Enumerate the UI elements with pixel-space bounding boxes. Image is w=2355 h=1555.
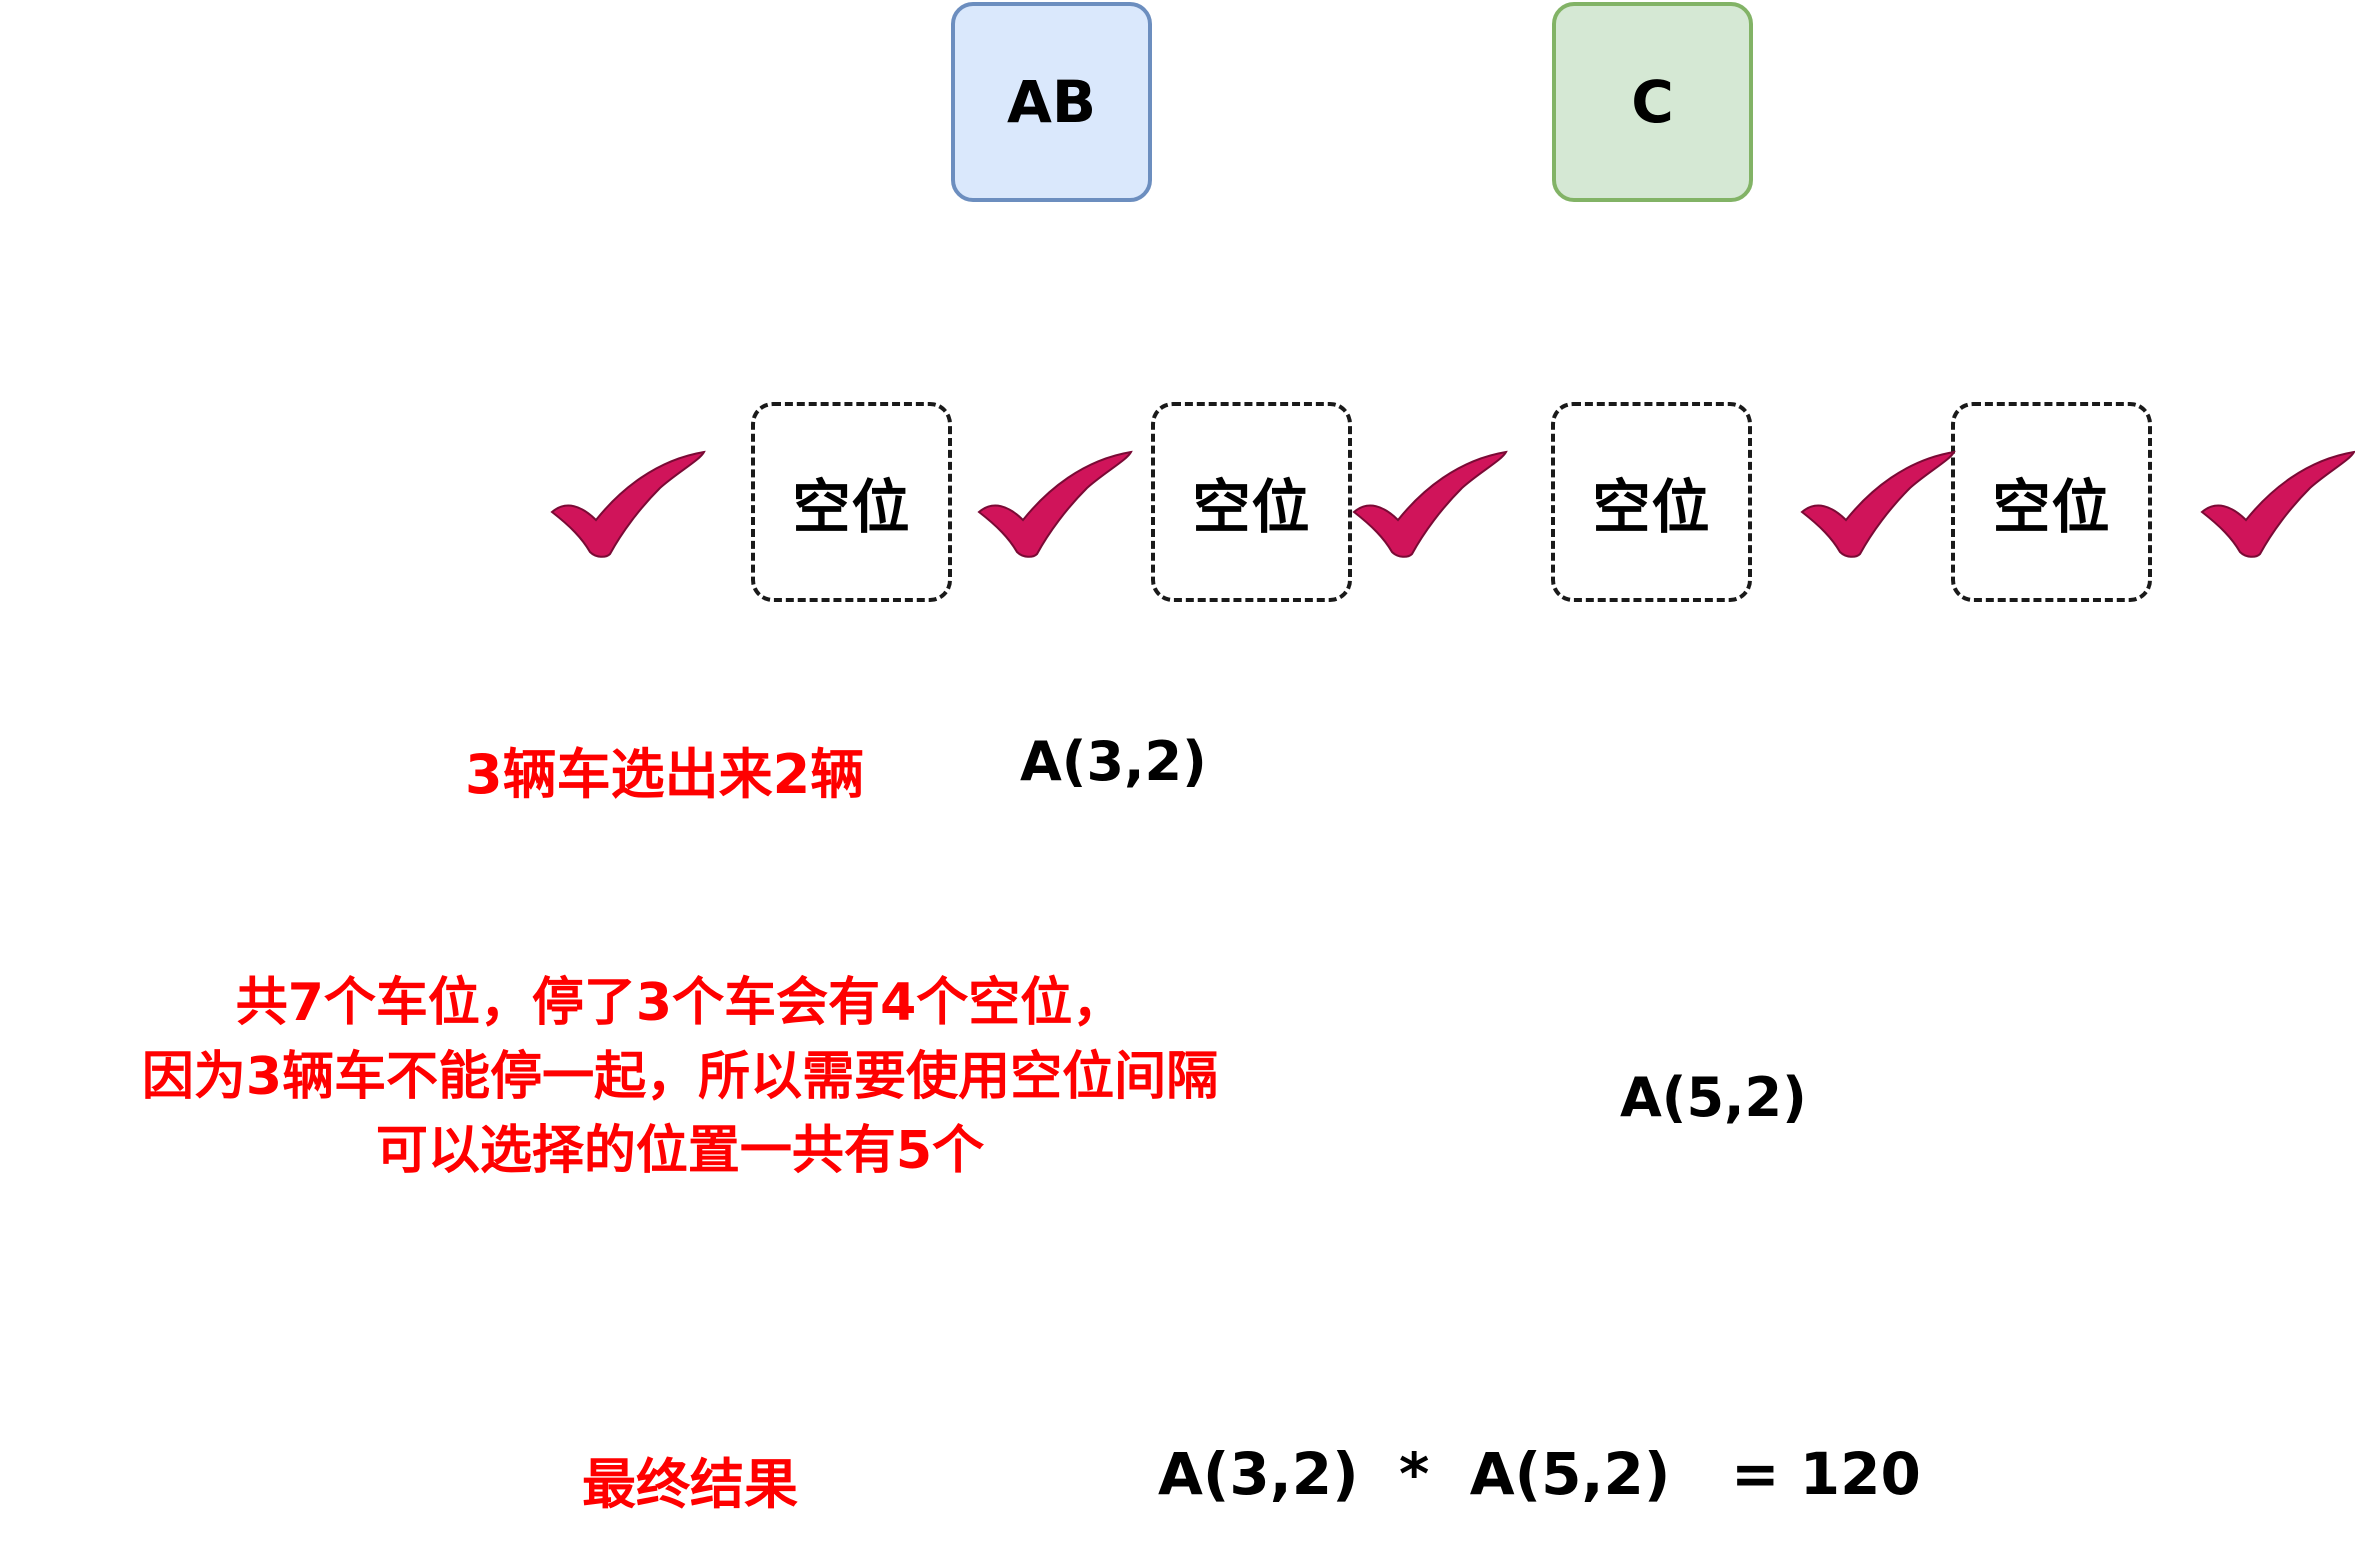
checkmark-icon bbox=[977, 450, 1133, 558]
checkmark-icon bbox=[2200, 450, 2355, 558]
final-result-label: 最终结果 bbox=[582, 1453, 798, 1516]
choose-cars-label: 3辆车选出来2辆 bbox=[465, 743, 865, 806]
explanation-line-1: 共7个车位，停了3个车会有4个空位， bbox=[235, 973, 1125, 1033]
empty-slot-2: 空位 bbox=[1151, 402, 1352, 602]
explanation-line-3: 可以选择的位置一共有5个 bbox=[375, 1121, 985, 1181]
empty-slot-4: 空位 bbox=[1951, 402, 2152, 602]
final-result-formula: A(3,2) * A(5,2) = 120 bbox=[1158, 1440, 1921, 1508]
empty-slot-1: 空位 bbox=[751, 402, 952, 602]
checkmark-icon bbox=[1800, 450, 1956, 558]
checkmark-icon bbox=[1352, 450, 1508, 558]
car-c-box: C bbox=[1552, 2, 1753, 202]
formula-a-3-2: A(3,2) bbox=[1020, 730, 1207, 793]
explanation-note: 共7个车位，停了3个车会有4个空位， 因为3辆车不能停一起，所以需要使用空位间隔… bbox=[60, 966, 1300, 1188]
formula-a-5-2: A(5,2) bbox=[1620, 1066, 1807, 1129]
empty-slot-3: 空位 bbox=[1551, 402, 1752, 602]
car-ab-box: AB bbox=[951, 2, 1152, 202]
checkmark-icon bbox=[550, 450, 706, 558]
explanation-line-2: 因为3辆车不能停一起，所以需要使用空位间隔 bbox=[141, 1047, 1219, 1107]
